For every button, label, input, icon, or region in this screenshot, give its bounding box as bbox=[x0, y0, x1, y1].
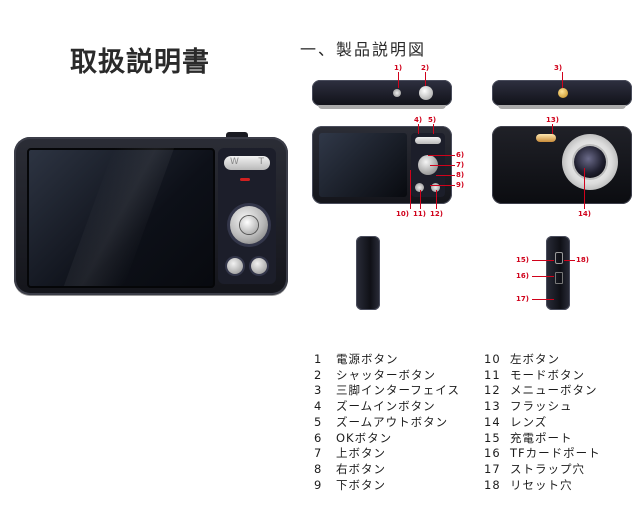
callout-17: 17) bbox=[516, 295, 529, 303]
power-button-graphic bbox=[393, 89, 401, 97]
zoom-t-label: T bbox=[258, 157, 265, 167]
zoom-w-label: W bbox=[230, 157, 239, 167]
camera-control-panel: W T bbox=[218, 148, 276, 284]
shutter-button-graphic bbox=[419, 86, 433, 100]
callout-16: 16) bbox=[516, 272, 529, 280]
ok-button-graphic bbox=[240, 216, 258, 234]
callout-6: 6) bbox=[456, 151, 465, 159]
mode-button-graphic bbox=[227, 258, 243, 274]
zoom-rocker: W T bbox=[224, 156, 270, 170]
camera-right-side-view bbox=[546, 236, 570, 310]
camera-main-image: W T bbox=[14, 137, 288, 295]
status-led bbox=[240, 178, 250, 181]
dpad-ring bbox=[230, 206, 268, 244]
flash-graphic bbox=[536, 134, 556, 142]
callout-12: 12) bbox=[430, 210, 443, 218]
camera-top-view bbox=[312, 80, 452, 109]
callout-15: 15) bbox=[516, 256, 529, 264]
callout-9: 9) bbox=[456, 181, 465, 189]
callout-7: 7) bbox=[456, 161, 465, 169]
callout-13: 13) bbox=[546, 116, 559, 124]
manual-title: 取扱説明書 bbox=[70, 47, 210, 78]
back-view-screen bbox=[319, 133, 407, 197]
lens-graphic bbox=[562, 134, 618, 190]
callout-3: 3) bbox=[554, 64, 563, 72]
callout-14: 14) bbox=[578, 210, 591, 218]
camera-front-view bbox=[492, 126, 632, 204]
tripod-mount-graphic bbox=[558, 88, 568, 98]
menu-button-graphic bbox=[251, 258, 267, 274]
camera-power-bump bbox=[226, 132, 248, 138]
callout-8: 8) bbox=[456, 171, 465, 179]
callout-18: 18) bbox=[576, 256, 589, 264]
camera-left-side-view bbox=[356, 236, 380, 310]
callout-1: 1) bbox=[394, 64, 403, 72]
callout-10: 10) bbox=[396, 210, 409, 218]
section-title: 一、製品説明図 bbox=[300, 40, 427, 59]
callout-4: 4) bbox=[414, 116, 423, 124]
callout-2: 2) bbox=[421, 64, 430, 72]
camera-lcd-screen bbox=[27, 148, 215, 288]
callout-5: 5) bbox=[428, 116, 437, 124]
callout-11: 11) bbox=[413, 210, 426, 218]
